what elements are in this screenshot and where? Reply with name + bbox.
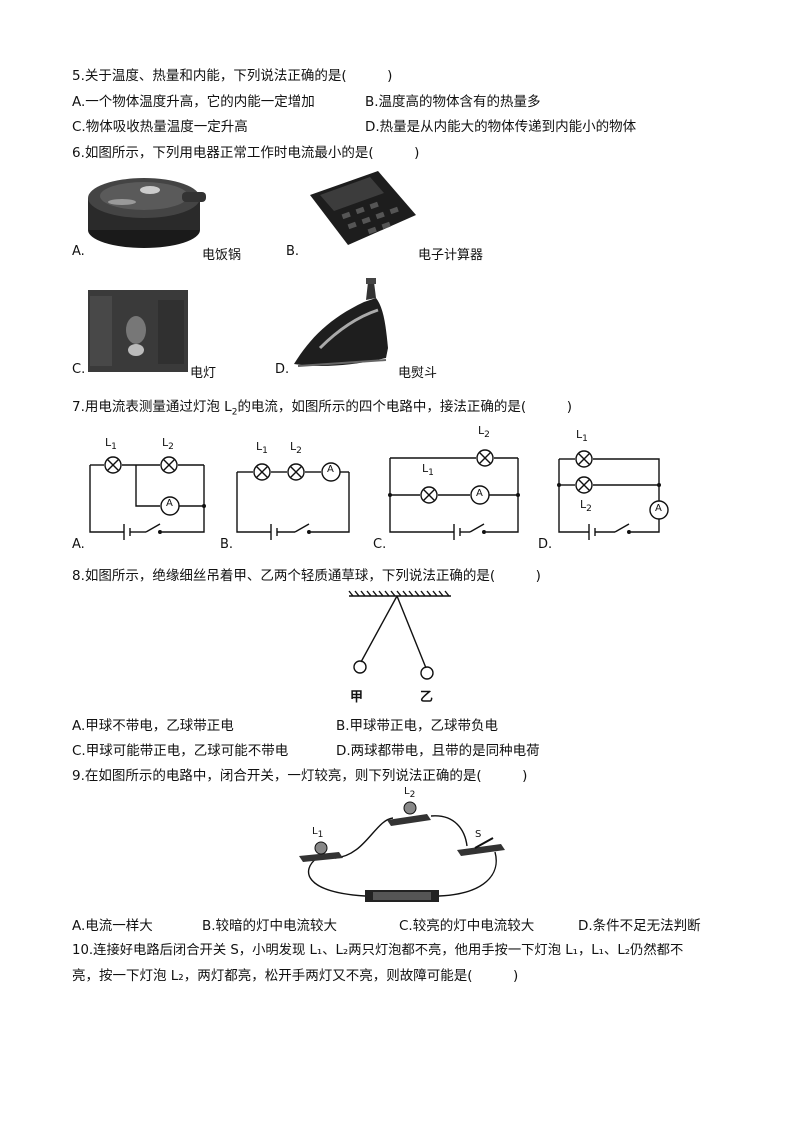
- q5-option-c: C.物体吸收热量温度一定升高: [72, 119, 248, 135]
- circuit-b-l2-letter: L: [290, 440, 297, 453]
- q10-line-2: 亮，按一下灯泡 L₂，两灯都亮，松开手两灯又不亮，则故障可能是( ): [72, 968, 519, 984]
- ball-jia-label: 甲: [350, 690, 364, 705]
- q9-stem: 9.在如图所示的电路中，闭合开关，一灯较亮，则下列说法正确的是( ): [72, 768, 528, 784]
- circuit-a-ammeter-label: A: [166, 498, 173, 509]
- q8-stem: 8.如图所示，绝缘细丝吊着甲、乙两个轻质通草球，下列说法正确的是( ): [72, 568, 541, 584]
- calculator-image: [310, 171, 416, 245]
- q9-l1-label: L1: [312, 826, 323, 840]
- circuit-b-l1-label: L1: [256, 440, 268, 456]
- circuit-c-l2-label: L2: [478, 424, 490, 440]
- q9-circuit-figure: [299, 801, 505, 902]
- pith-balls-figure: [348, 590, 451, 680]
- q6-c-letter: C.: [72, 362, 86, 377]
- circuit-a-l1-label: L1: [105, 436, 117, 452]
- circuit-d: [557, 450, 669, 540]
- q9-option-b: B.较暗的灯中电流较大: [202, 918, 338, 934]
- circuit-c-option: C.: [373, 537, 387, 552]
- circuit-c-l1-sub: 1: [428, 468, 434, 479]
- circuit-c-l1-letter: L: [422, 462, 429, 475]
- q5-option-a: A.一个物体温度升高，它的内能一定增加: [72, 94, 315, 110]
- circuit-a-l1-letter: L: [105, 436, 112, 449]
- circuit-a: [89, 456, 206, 540]
- circuit-d-l2-letter: L: [580, 498, 587, 511]
- q9-l1-sub: 1: [317, 830, 324, 840]
- q8-option-c: C.甲球可能带正电，乙球可能不带电: [72, 743, 289, 759]
- circuit-b-l2-label: L2: [290, 440, 302, 456]
- circuit-d-ammeter-label: A: [655, 503, 662, 514]
- circuit-c-l2-letter: L: [478, 424, 485, 437]
- q10-line-1: 10.连接好电路后闭合开关 S，小明发现 L₁、L₂两只灯泡都不亮，他用手按一下…: [72, 943, 684, 958]
- circuit-a-l2-sub: 2: [168, 442, 174, 453]
- q8-option-b: B.甲球带正电，乙球带负电: [336, 718, 499, 734]
- q6-b-name: 电子计算器: [418, 248, 484, 263]
- lamp-image: [88, 290, 188, 372]
- q8-option-d: D.两球都带电，且带的是同种电荷: [336, 743, 540, 759]
- q8-option-a: A.甲球不带电，乙球带正电: [72, 718, 234, 734]
- q5-option-b: B.温度高的物体含有的热量多: [365, 94, 541, 110]
- q6-a-letter: A.: [72, 244, 85, 259]
- q6-d-name: 电熨斗: [398, 366, 438, 381]
- q9-option-a: A.电流一样大: [72, 918, 153, 934]
- q7-stem-text-end: 的电流，如图所示的四个电路中，接法正确的是( ): [237, 399, 572, 415]
- circuit-d-l2-sub: 2: [586, 504, 592, 515]
- circuit-a-l1-sub: 1: [111, 442, 117, 453]
- circuit-d-l1-label: L1: [576, 428, 588, 444]
- q9-l2-letter: L: [404, 786, 410, 797]
- rice-cooker-image: [88, 178, 206, 248]
- q6-b-letter: B.: [286, 244, 300, 259]
- q9-option-d: D.条件不足无法判断: [578, 918, 701, 934]
- circuit-d-option: D.: [538, 537, 553, 552]
- ball-yi-label: 乙: [420, 690, 434, 705]
- circuit-a-l2-label: L2: [162, 436, 174, 452]
- circuit-b-l1-sub: 1: [262, 446, 268, 457]
- q6-d-letter: D.: [275, 362, 290, 377]
- iron-image: [294, 278, 388, 367]
- q9-l2-label: L2: [404, 786, 415, 800]
- q5-stem: 5.关于温度、热量和内能，下列说法正确的是( ): [72, 68, 393, 84]
- q7-stem-sub: 2: [231, 407, 238, 418]
- q7-stem-text: 7.用电流表测量通过灯泡 L: [72, 399, 232, 415]
- q9-switch-label: S: [475, 829, 482, 840]
- q6-c-name: 电灯: [190, 366, 217, 381]
- q6-a-name: 电饭锅: [202, 248, 242, 263]
- circuit-c: [388, 449, 520, 540]
- circuit-a-option: A.: [72, 537, 85, 552]
- circuit-b-option: B.: [220, 537, 234, 552]
- q9-l2-sub: 2: [409, 790, 416, 800]
- circuit-c-ammeter-label: A: [476, 488, 483, 499]
- q6-stem: 6.如图所示，下列用电器正常工作时电流最小的是( ): [72, 145, 420, 161]
- circuit-b-l1-letter: L: [256, 440, 263, 453]
- q5-option-d: D.热量是从内能大的物体传递到内能小的物体: [365, 119, 637, 135]
- circuit-d-l1-letter: L: [576, 428, 583, 441]
- circuit-b: [236, 462, 350, 540]
- circuit-b-l2-sub: 2: [296, 446, 302, 457]
- circuit-d-l2-label: L2: [580, 498, 592, 514]
- q7-stem: 7.用电流表测量通过灯泡 L2的电流，如图所示的四个电路中，接法正确的是( ): [72, 395, 572, 418]
- q9-option-c: C.较亮的灯中电流较大: [399, 918, 535, 934]
- circuit-a-l2-letter: L: [162, 436, 169, 449]
- q9-l1-letter: L: [312, 826, 318, 837]
- circuit-c-l1-label: L1: [422, 462, 434, 478]
- circuit-c-l2-sub: 2: [484, 430, 490, 441]
- circuit-d-l1-sub: 1: [582, 434, 588, 445]
- circuit-b-ammeter-label: A: [327, 464, 334, 475]
